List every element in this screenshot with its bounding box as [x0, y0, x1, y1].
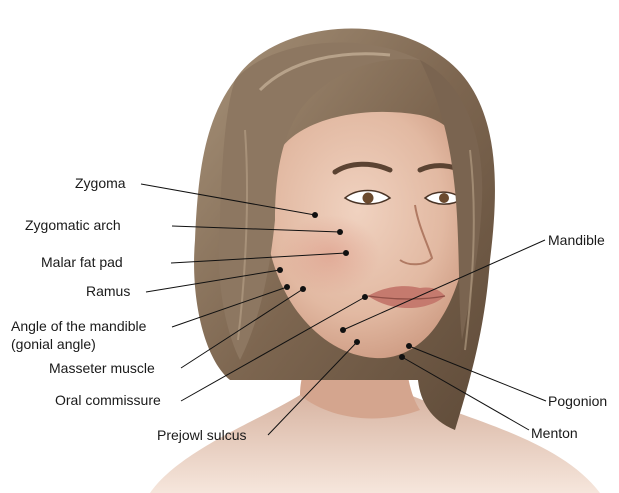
point-oral-commissure	[362, 294, 368, 300]
point-mandible	[340, 327, 346, 333]
label-oral-commissure: Oral commissure	[55, 392, 161, 408]
label-masseter-muscle: Masseter muscle	[49, 360, 155, 376]
label-menton: Menton	[531, 425, 578, 441]
label-angle-mandible: Angle of the mandible	[11, 318, 147, 334]
label-malar-fat-pad: Malar fat pad	[41, 254, 123, 270]
point-prejowl-sulcus	[354, 339, 360, 345]
left-iris	[363, 193, 374, 204]
cheek-shading	[280, 215, 380, 295]
point-pogonion	[406, 343, 412, 349]
right-iris	[439, 193, 449, 203]
label-prejowl-sulcus: Prejowl sulcus	[157, 427, 246, 443]
point-zygoma	[312, 212, 318, 218]
label-pogonion: Pogonion	[548, 393, 607, 409]
label-zygomatic-arch: Zygomatic arch	[25, 217, 121, 233]
point-angle-mandible	[284, 284, 290, 290]
label-zygoma: Zygoma	[75, 175, 126, 191]
label-gonial-angle: (gonial angle)	[11, 336, 96, 352]
point-menton	[399, 354, 405, 360]
point-masseter	[300, 286, 306, 292]
label-ramus: Ramus	[86, 283, 130, 299]
point-malar-fat-pad	[343, 250, 349, 256]
point-ramus	[277, 267, 283, 273]
label-mandible: Mandible	[548, 232, 605, 248]
point-zygomatic-arch	[337, 229, 343, 235]
